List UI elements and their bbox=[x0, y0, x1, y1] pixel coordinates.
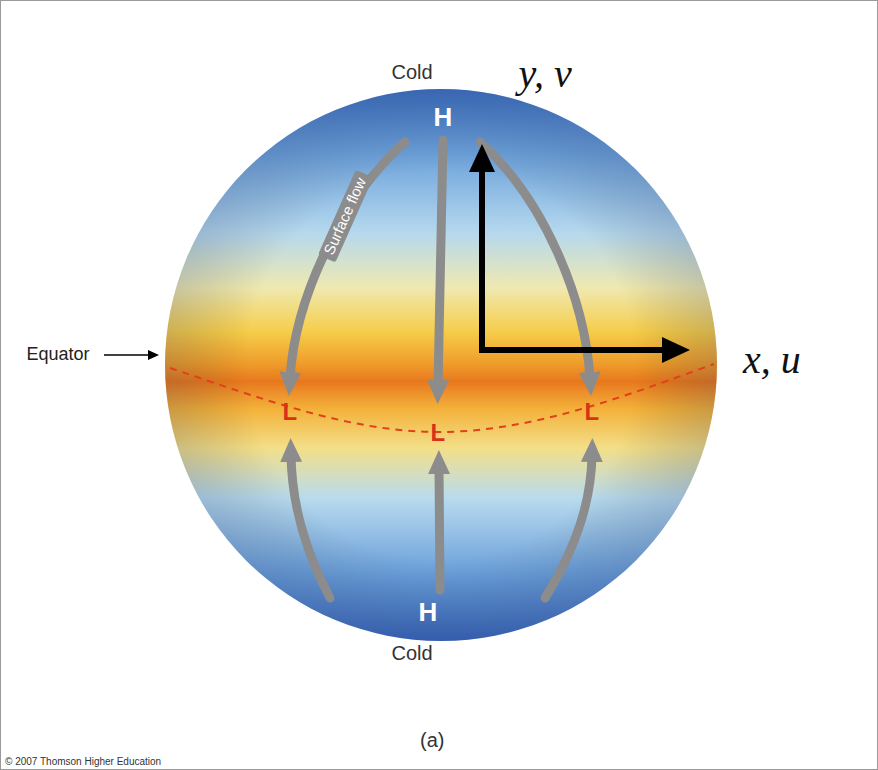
flow-arrow bbox=[480, 142, 590, 378]
equator-pointer bbox=[104, 354, 150, 356]
panel-letter: (a) bbox=[420, 729, 444, 751]
low-pressure-mark: L bbox=[431, 420, 446, 446]
y-axis bbox=[479, 166, 485, 353]
globe-shading bbox=[165, 89, 717, 641]
temperature-label: Cold bbox=[392, 61, 433, 83]
flow-arrow bbox=[438, 140, 443, 386]
flow-arrow bbox=[290, 142, 405, 378]
temperature-label: Cold bbox=[392, 642, 433, 664]
equator-label: Equator bbox=[27, 345, 90, 365]
axis-label: y, v bbox=[519, 52, 572, 96]
globe bbox=[165, 89, 717, 641]
high-pressure-mark: H bbox=[434, 103, 453, 132]
surface-flow-arrows bbox=[290, 140, 592, 598]
low-pressure-mark: L bbox=[585, 399, 600, 425]
x-axis bbox=[479, 347, 668, 353]
high-pressure-mark: H bbox=[419, 598, 438, 627]
flow-arrow bbox=[439, 468, 440, 590]
axis-label: x, u bbox=[743, 338, 801, 382]
flow-arrow bbox=[291, 456, 330, 598]
flow-arrow bbox=[545, 456, 592, 598]
low-pressure-mark: L bbox=[283, 399, 298, 425]
copyright-note: © 2007 Thomson Higher Education bbox=[5, 756, 161, 767]
